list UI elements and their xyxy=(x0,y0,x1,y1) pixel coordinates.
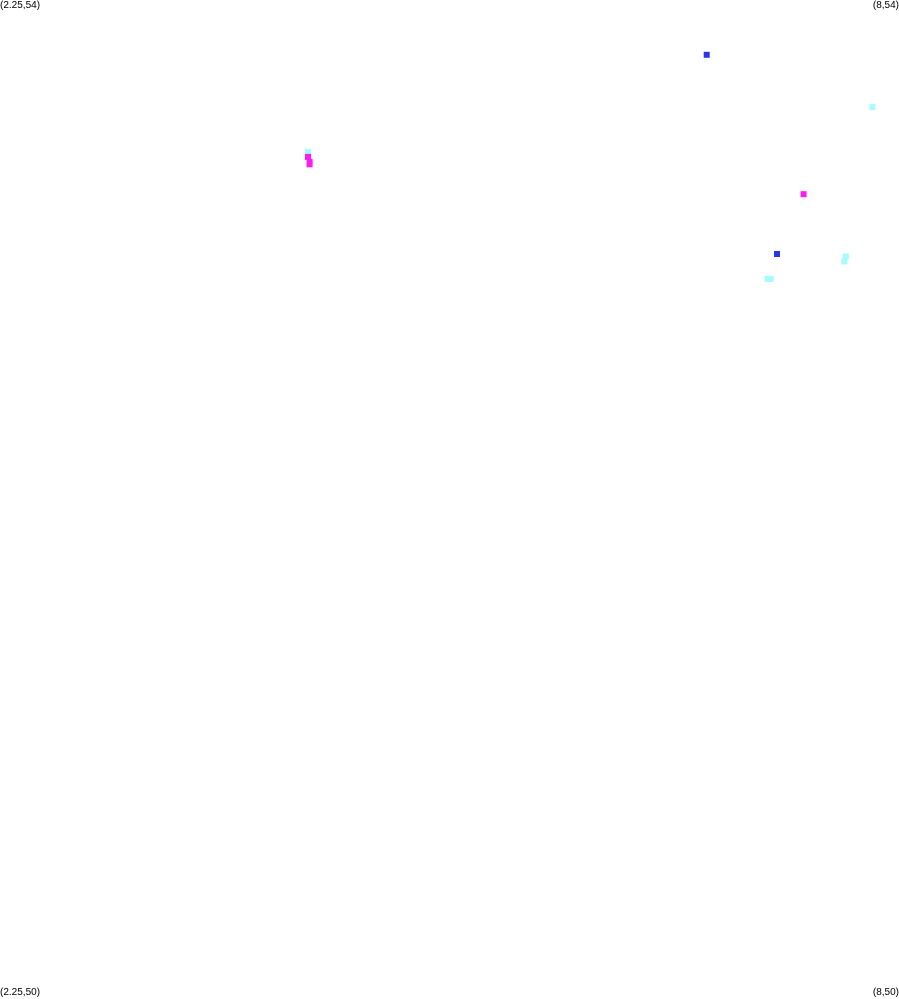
scatter-point-s2-p0 xyxy=(305,153,311,160)
corner-label-bottom-right: (8,50) xyxy=(872,987,899,998)
corner-label-top-left: (2.25,54) xyxy=(0,0,41,11)
scatter-point-s1-p4 xyxy=(764,275,771,282)
scatter-point-s1-p1 xyxy=(869,104,876,111)
scatter-point-s1-p0 xyxy=(305,148,311,155)
corner-label-top-right: (8,54) xyxy=(872,0,899,11)
scatter-point-s2-p2 xyxy=(306,161,313,168)
scatter-point-s1-p2 xyxy=(842,253,849,260)
scatter-point-s0-p1 xyxy=(774,251,780,257)
scatter-point-s1-p3 xyxy=(841,258,848,265)
scatter-point-s1-p5 xyxy=(767,275,774,282)
scatter-point-s2-p3 xyxy=(800,191,807,198)
scatter-point-s0-p0 xyxy=(703,51,710,58)
corner-label-bottom-left: (2.25,50) xyxy=(0,987,41,998)
